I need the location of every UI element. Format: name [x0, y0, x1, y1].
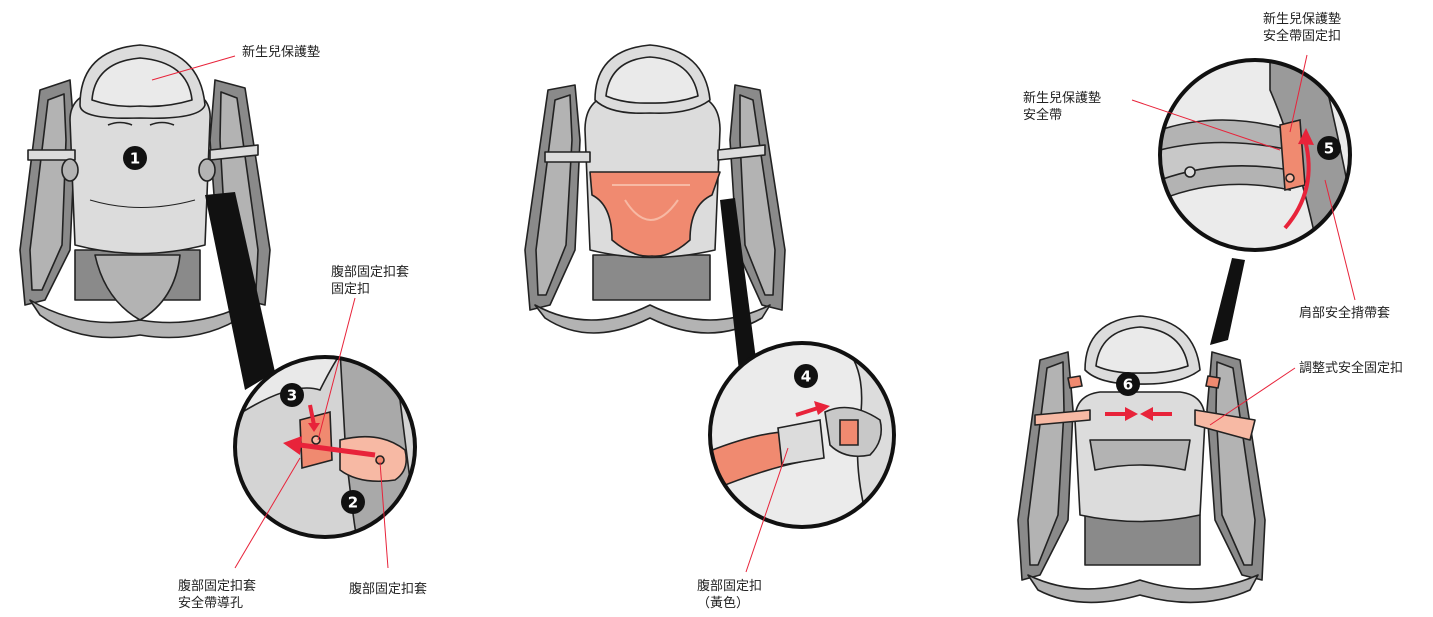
label-waist-sleeve-buckle: 腹部固定扣套 固定扣	[331, 265, 410, 297]
label-shoulder-sleeve: 肩部安全揹帶套	[1299, 306, 1391, 321]
leader-shoulder-sleeve	[1324, 179, 1356, 301]
label-waist-sleeve-guide: 腹部固定扣套 安全帶導孔	[178, 579, 257, 611]
step-2-marker: 2	[341, 490, 365, 514]
step-1-marker: 1	[123, 146, 147, 170]
svg-text:6: 6	[1123, 376, 1133, 394]
leader-pad-strap-buckle	[1289, 54, 1308, 133]
svg-text:1: 1	[130, 150, 140, 168]
label-waist-sleeve: 腹部固定扣套	[349, 582, 428, 597]
carrier-illustration-2	[524, 44, 786, 334]
leader-waist-sleeve-guide	[234, 457, 301, 569]
leader-waist-sleeve	[379, 461, 389, 569]
carrier-illustration-3	[1017, 315, 1266, 604]
leader-adjustable-buckle	[1209, 367, 1296, 426]
leader-pad-strap	[1131, 99, 1281, 151]
zoom-wedge-2	[720, 198, 760, 398]
label-pad-strap-buckle: 新生兒保護墊 安全帶固定扣	[1263, 12, 1342, 44]
step-3-marker: 3	[280, 383, 304, 407]
step-6-marker: 6	[1116, 372, 1140, 396]
zoom-wedge-1	[205, 192, 275, 390]
zoom-detail-shoulder	[1158, 58, 1352, 252]
leader-newborn-pad	[151, 55, 236, 81]
step-4-marker: 4	[794, 364, 818, 388]
label-waist-buckle: 腹部固定扣 （黃色）	[697, 579, 763, 611]
step-5-marker: 5	[1317, 136, 1341, 160]
leader-waist-sleeve-buckle	[317, 297, 356, 441]
svg-text:3: 3	[287, 387, 297, 405]
svg-text:4: 4	[801, 368, 811, 386]
label-adjustable-buckle: 調整式安全固定扣	[1299, 361, 1404, 376]
label-pad-strap: 新生兒保護墊 安全帶	[1023, 91, 1102, 123]
leader-waist-buckle	[745, 447, 789, 573]
svg-text:2: 2	[348, 494, 358, 512]
zoom-wedge-3	[1210, 258, 1245, 345]
zoom-detail-waist-buckle	[708, 341, 896, 529]
label-newborn-pad: 新生兒保護墊	[242, 45, 321, 60]
svg-text:5: 5	[1324, 140, 1334, 158]
